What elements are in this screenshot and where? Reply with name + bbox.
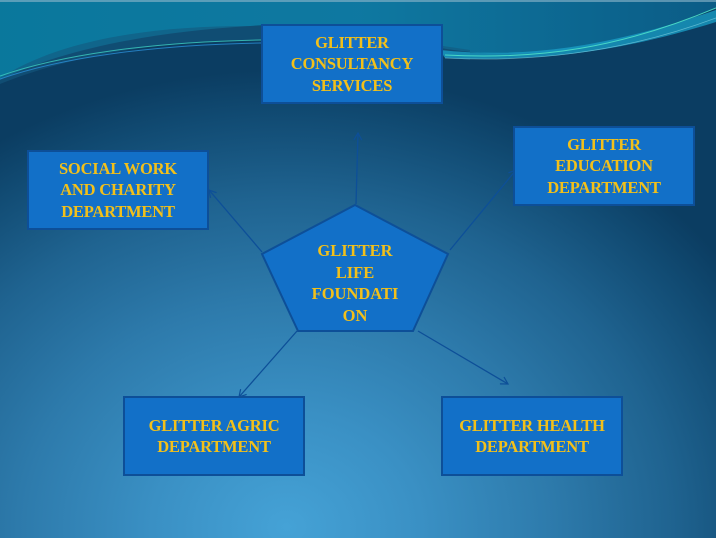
node-consultancy[interactable]: GLITTER CONSULTANCY SERVICES [261,24,443,104]
wave-line-right-2 [444,17,716,60]
connector-to-consultancy [353,131,363,205]
connector-to-education [449,169,517,251]
node-health-label: GLITTER HEALTH DEPARTMENT [459,415,605,457]
connector-to-social [208,189,263,253]
node-health[interactable]: GLITTER HEALTH DEPARTMENT [441,396,623,476]
node-agric[interactable]: GLITTER AGRIC DEPARTMENT [123,396,305,476]
connector-to-agric [238,330,298,398]
node-social-work-label: SOCIAL WORK AND CHARITY DEPARTMENT [58,158,178,221]
node-education[interactable]: GLITTER EDUCATION DEPARTMENT [513,126,695,206]
node-agric-label: GLITTER AGRIC DEPARTMENT [148,415,280,457]
wave-band-top [0,0,716,80]
node-consultancy-label: GLITTER CONSULTANCY SERVICES [290,32,414,95]
wave-line-right [444,7,716,57]
node-education-label: GLITTER EDUCATION DEPARTMENT [547,134,661,197]
connector-to-health [417,330,510,385]
node-social-work[interactable]: SOCIAL WORK AND CHARITY DEPARTMENT [27,150,209,230]
center-pentagon[interactable] [260,203,450,332]
center-node-label: GLITTER LIFE FOUNDATI ON [311,241,399,325]
